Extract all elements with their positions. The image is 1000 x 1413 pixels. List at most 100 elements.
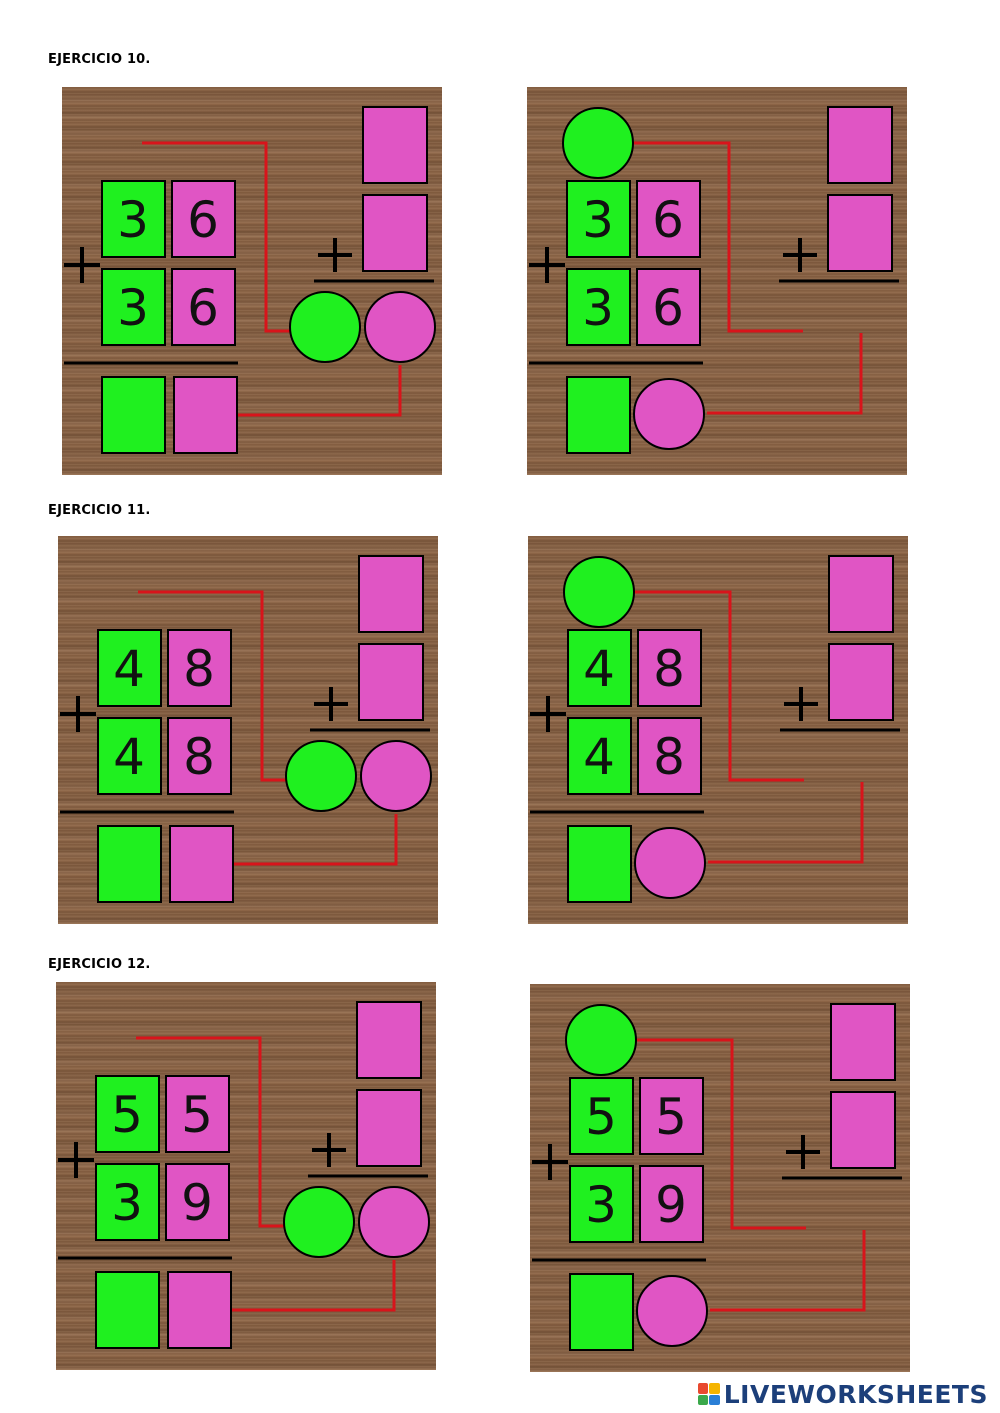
top-tens-digit: 3 [582, 191, 614, 249]
side-top-box [827, 106, 893, 184]
tens-wire-top [636, 1038, 806, 1230]
top-tens-digit: 5 [111, 1086, 143, 1144]
result-units-box [169, 825, 234, 903]
result-tens-box [97, 825, 162, 903]
carry-wire-top [136, 1036, 284, 1228]
top-units-box [639, 1077, 704, 1155]
bottom-units-box [171, 268, 236, 346]
result-tens-box [569, 1273, 634, 1351]
bottom-tens-box [566, 268, 631, 346]
side-result-units-circle [364, 291, 436, 363]
bottom-tens-digit: 3 [585, 1176, 617, 1234]
side-bottom-box [358, 643, 424, 721]
top-tens-digit: 4 [113, 640, 145, 698]
bottom-tens-box [569, 1165, 634, 1243]
result-units-circle [634, 827, 706, 899]
side-result-units-circle [360, 740, 432, 812]
units-wire-bottom [707, 333, 863, 415]
liveworksheets-logo-icon [697, 1383, 720, 1405]
result-units-box [167, 1271, 232, 1349]
top-tens-box [567, 629, 632, 707]
result-tens-box [567, 825, 632, 903]
top-units-box [171, 180, 236, 258]
side-result-tens-circle [283, 1186, 355, 1258]
carry-wire-top [142, 141, 290, 333]
top-units-digit: 5 [655, 1088, 687, 1146]
side-bottom-box [830, 1091, 896, 1169]
bottom-tens-digit: 3 [117, 279, 149, 337]
side-bottom-box [356, 1089, 422, 1167]
side-result-tens-circle [285, 740, 357, 812]
top-units-digit: 6 [652, 191, 684, 249]
side-top-box [358, 555, 424, 633]
result-units-circle [633, 378, 705, 450]
side-top-box [356, 1001, 422, 1079]
units-wire-bottom [208, 1260, 396, 1312]
bottom-units-digit: 9 [655, 1176, 687, 1234]
bottom-units-box [637, 717, 702, 795]
exercise-title-10: EJERCICIO 10. [48, 52, 151, 67]
result-tens-box [566, 376, 631, 454]
side-result-units-circle [358, 1186, 430, 1258]
top-tens-digit: 4 [583, 640, 615, 698]
top-tens-box [97, 629, 162, 707]
bottom-units-box [636, 268, 701, 346]
bottom-tens-box [95, 1163, 160, 1241]
side-bottom-box [827, 194, 893, 272]
top-units-digit: 6 [187, 191, 219, 249]
top-units-box [636, 180, 701, 258]
side-bottom-box [828, 643, 894, 721]
bottom-tens-digit: 3 [111, 1174, 143, 1232]
carry-wire-top [138, 590, 286, 782]
tens-wire-top [634, 590, 804, 782]
side-bottom-box [362, 194, 428, 272]
bottom-units-box [167, 717, 232, 795]
exercise-title-11: EJERCICIO 11. [48, 503, 151, 518]
result-units-circle [636, 1275, 708, 1347]
result-units-box [173, 376, 238, 454]
side-result-tens-circle [289, 291, 361, 363]
top-units-box [167, 629, 232, 707]
bottom-tens-digit: 4 [113, 728, 145, 786]
top-units-box [637, 629, 702, 707]
bottom-tens-box [567, 717, 632, 795]
bottom-units-box [165, 1163, 230, 1241]
bottom-units-digit: 6 [652, 279, 684, 337]
side-top-box [362, 106, 428, 184]
top-units-digit: 8 [183, 640, 215, 698]
bottom-tens-box [97, 717, 162, 795]
top-tens-box [569, 1077, 634, 1155]
bottom-units-digit: 6 [187, 279, 219, 337]
top-tens-box [95, 1075, 160, 1153]
tens-wire-top [633, 141, 803, 333]
exercise-title-12: EJERCICIO 12. [48, 957, 151, 972]
units-wire-bottom [710, 1230, 866, 1312]
units-wire-bottom [708, 782, 864, 864]
bottom-units-box [639, 1165, 704, 1243]
carry-circle-tens [563, 556, 635, 628]
top-units-digit: 8 [653, 640, 685, 698]
units-wire-bottom [210, 814, 398, 866]
bottom-units-digit: 8 [653, 728, 685, 786]
top-tens-box [101, 180, 166, 258]
carry-circle-tens [565, 1004, 637, 1076]
result-tens-box [95, 1271, 160, 1349]
liveworksheets-logo: LIVEWORKSHEETS [697, 1379, 988, 1409]
brand-name: LIVEWORKSHEETS [723, 1379, 988, 1409]
result-tens-box [101, 376, 166, 454]
bottom-tens-digit: 4 [583, 728, 615, 786]
bottom-units-digit: 9 [181, 1174, 213, 1232]
side-top-box [830, 1003, 896, 1081]
top-units-digit: 5 [181, 1086, 213, 1144]
